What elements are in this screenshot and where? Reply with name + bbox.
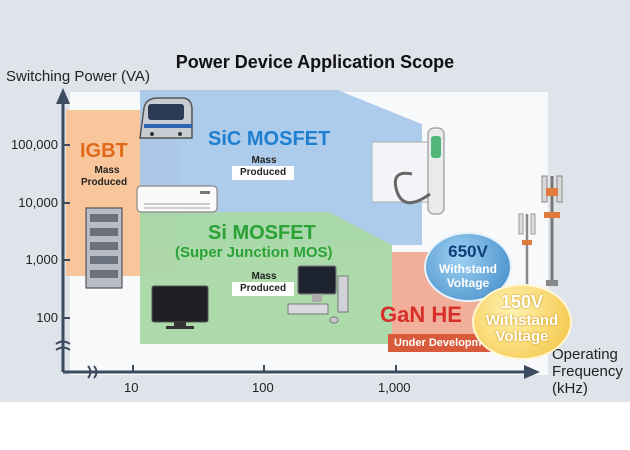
150v-withstand-badge: 150V Withstand Voltage [472, 284, 572, 360]
y-tick-label: 100 [36, 310, 58, 325]
gan-hemt-label: GaN HE [380, 302, 462, 327]
air-conditioner-icon [136, 185, 218, 213]
television-icon [151, 285, 209, 329]
y-axis-label: Switching Power (VA) [6, 68, 150, 85]
x-tick-label: 100 [252, 380, 274, 395]
si-mosfet-label: Si MOSFET [208, 222, 316, 244]
si-mass-produced-line1: Mass [251, 271, 277, 282]
charging-station-icon [372, 127, 445, 215]
650v-line1: Withstand [439, 262, 497, 276]
base-station-antenna-icon [541, 175, 563, 286]
si-mass-produced-line2: Produced [232, 282, 294, 296]
igbt-label: IGBT [80, 140, 128, 162]
150v-value: 150V [500, 292, 544, 312]
sic-mass-produced-line1: Mass [251, 155, 277, 166]
si-mosfet-subtitle: (Super Junction MOS) [175, 244, 333, 261]
650v-line2: Voltage [446, 276, 490, 290]
x-axis-label-line1: Operating [552, 346, 618, 363]
server-rack-icon [85, 207, 123, 289]
igbt-mass-produced-line2: Produced [80, 177, 128, 188]
y-tick-label: 1,000 [25, 252, 58, 267]
150v-line2: Voltage [495, 328, 549, 345]
train-icon [139, 97, 193, 139]
y-tick-label: 100,000 [11, 137, 58, 152]
sic-mass-produced-line2: Produced [232, 166, 294, 180]
gan-status-badge: Under Development [388, 334, 496, 352]
igbt-mass-produced-line1: Mass [94, 165, 120, 176]
y-tick-label: 10,000 [18, 195, 58, 210]
x-axis-label-line3: (kHz) [552, 380, 588, 397]
chart-title: Power Device Application Scope [175, 52, 455, 72]
x-axis-label-line2: Frequency [552, 363, 623, 380]
150v-line1: Withstand [485, 312, 559, 329]
desktop-computer-icon [287, 265, 349, 324]
x-tick-label: 10 [124, 380, 139, 395]
x-tick-label: 1,000 [378, 380, 411, 395]
650v-value: 650V [448, 242, 488, 261]
sic-mosfet-label: SiC MOSFET [208, 128, 331, 150]
